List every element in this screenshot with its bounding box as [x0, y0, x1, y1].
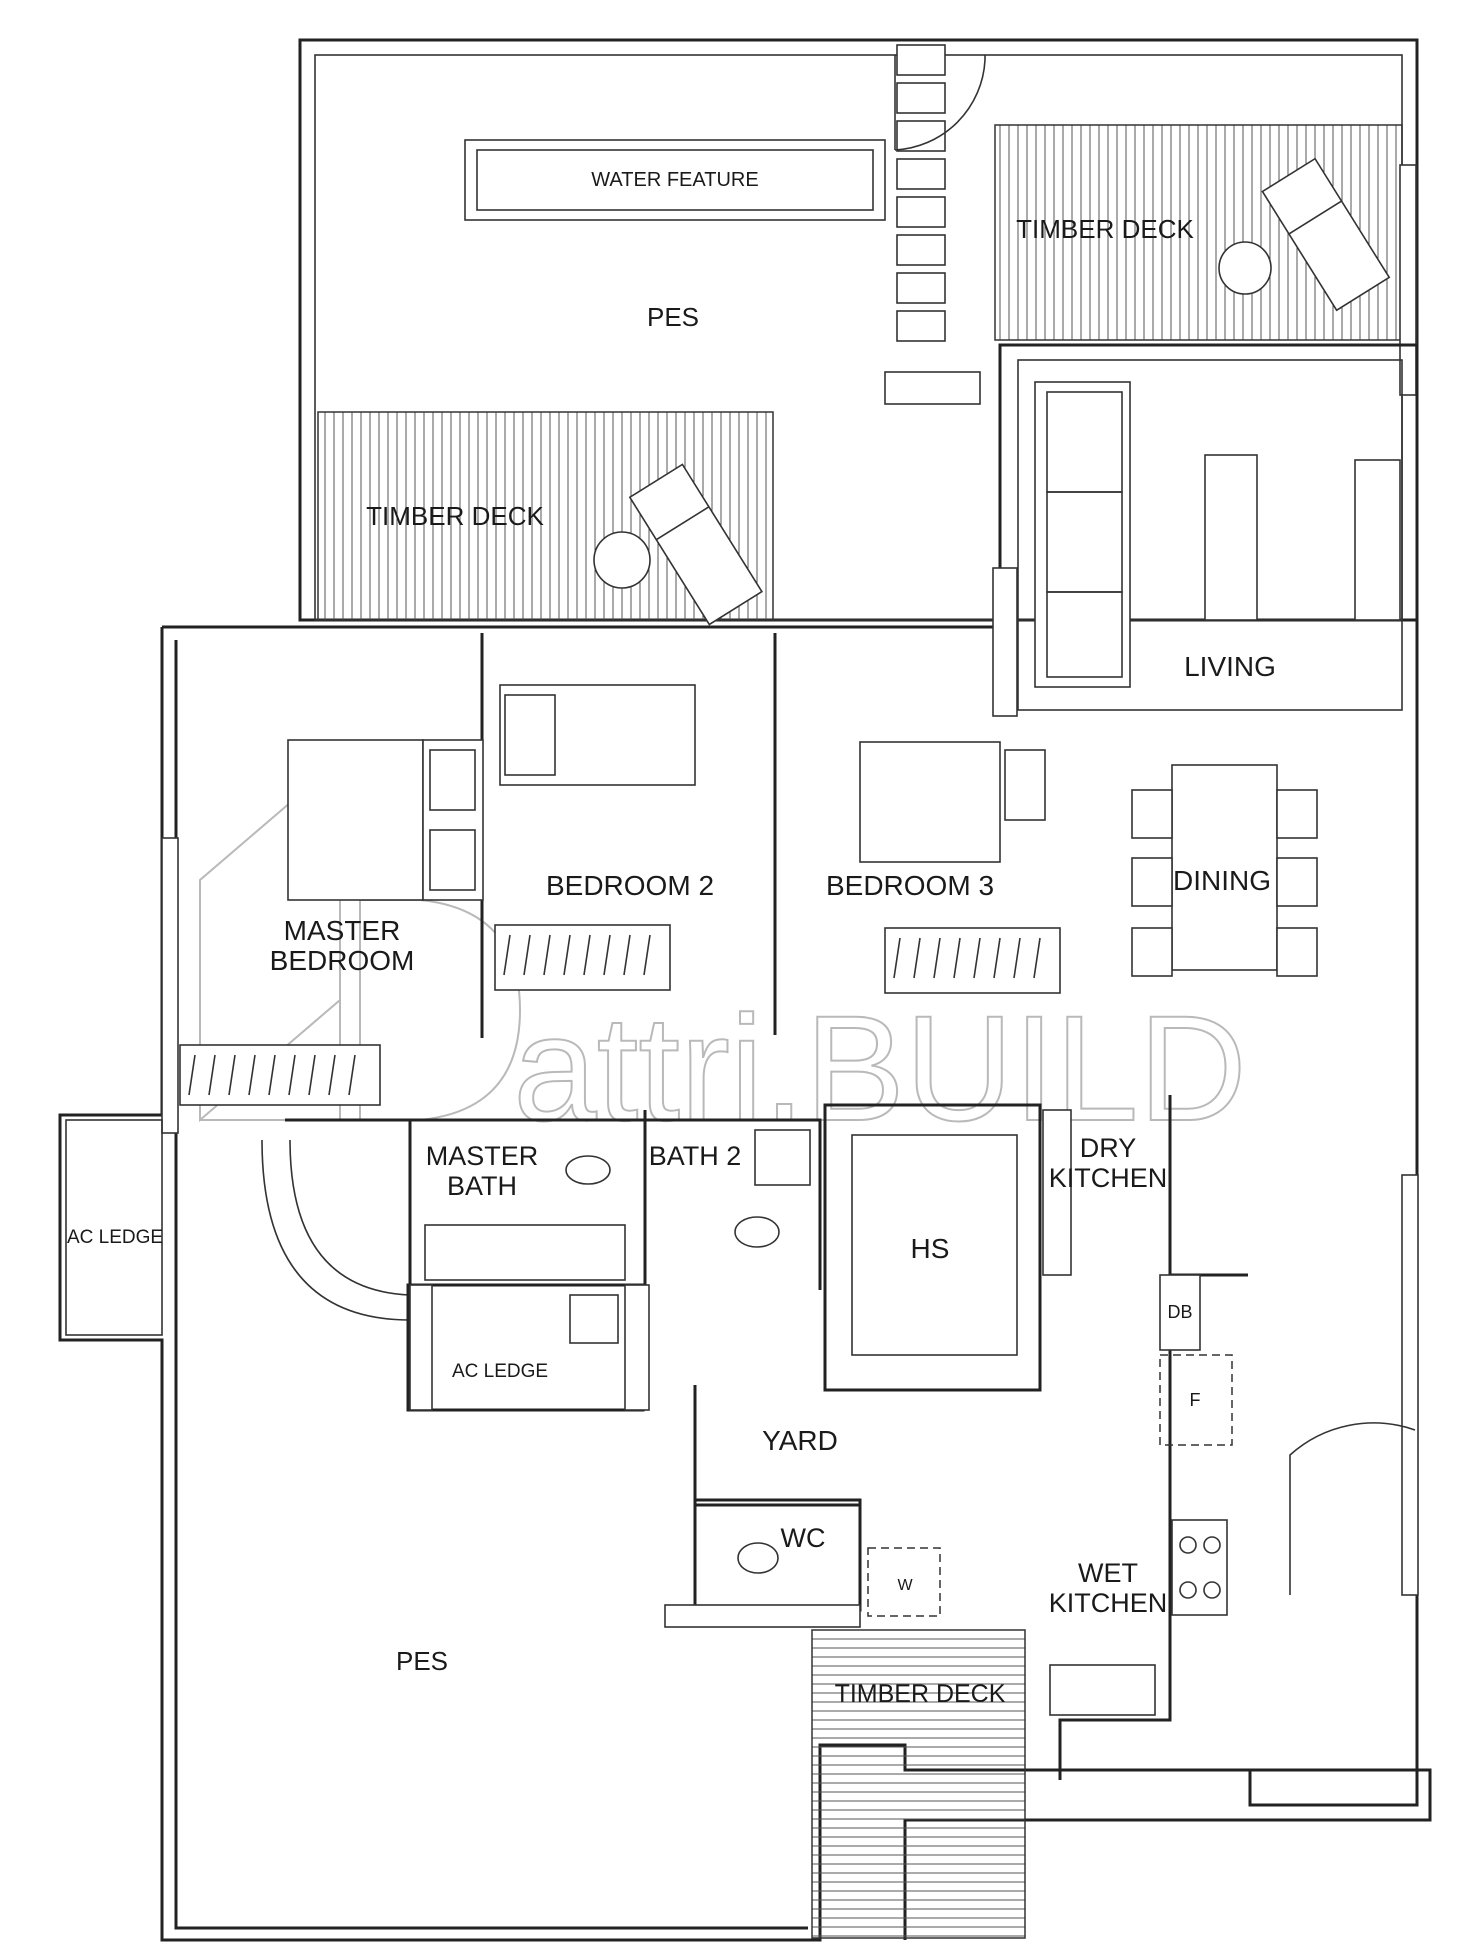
master-bath-vanity	[424, 1224, 626, 1281]
label-wc: WC	[781, 1523, 826, 1553]
label-timber-deck-top-right: TIMBER DECK	[1016, 214, 1194, 244]
ac-ledge-left	[65, 1119, 163, 1336]
label-dining: DINING	[1173, 865, 1271, 896]
wardrobe-bed3	[884, 927, 1061, 994]
living-area	[1017, 359, 1403, 711]
bed-3	[859, 741, 1001, 863]
gate-swing	[894, 55, 986, 151]
label-db: DB	[1167, 1302, 1192, 1322]
label-bath-2: BATH 2	[649, 1141, 742, 1171]
label-fridge: F	[1190, 1390, 1201, 1410]
label-master-bath-1: MASTER	[426, 1141, 539, 1171]
label-timber-deck-top-left: TIMBER DECK	[366, 501, 544, 531]
upper-pes-area	[298, 38, 1419, 626]
lounger-left	[628, 463, 763, 626]
entrance-door	[1289, 1422, 1416, 1595]
watermark-text: attri.BUILD	[513, 984, 1247, 1152]
dining-area	[1131, 764, 1318, 977]
hob	[1171, 1519, 1228, 1616]
label-wet-kitchen-2: KITCHEN	[1049, 1588, 1168, 1618]
coffee-table	[1204, 454, 1258, 621]
tv-console	[1354, 459, 1401, 621]
side-table-left	[593, 531, 651, 589]
label-dry-kitchen-2: KITCHEN	[1049, 1163, 1168, 1193]
bed-2	[499, 684, 696, 786]
side-table-right	[1218, 241, 1272, 295]
db-box	[1159, 1274, 1201, 1351]
washer-slot	[867, 1547, 941, 1617]
ac-ledge-mid-area	[406, 1283, 650, 1412]
fridge-slot	[1159, 1354, 1233, 1446]
label-master-bedroom-1: MASTER	[284, 915, 401, 946]
label-dry-kitchen-1: DRY	[1080, 1133, 1137, 1163]
master-bed	[287, 739, 424, 901]
label-washer: W	[897, 1577, 913, 1594]
label-bedroom-2: BEDROOM 2	[546, 870, 714, 901]
sink	[1049, 1664, 1156, 1716]
lounger-right	[1261, 157, 1391, 312]
label-ac-ledge-left: AC LEDGE	[67, 1227, 163, 1248]
bedrooms	[179, 633, 1061, 1106]
label-hs: HS	[911, 1233, 950, 1264]
label-pes-top: PES	[647, 302, 699, 332]
label-water-feature: WATER FEATURE	[591, 169, 758, 191]
bath-core	[261, 1103, 1072, 1392]
water-feature	[464, 139, 886, 221]
watermark-logo: attri.BUILD	[199, 757, 1248, 1153]
wardrobe-master	[179, 1044, 381, 1106]
room-labels: WATER FEATURE PES TIMBER DECK TIMBER DEC…	[67, 169, 1276, 1708]
label-wet-kitchen-1: WET	[1078, 1558, 1138, 1588]
label-master-bedroom-2: BEDROOM	[270, 945, 415, 976]
label-ac-ledge-mid: AC LEDGE	[452, 1361, 548, 1382]
timber-deck-bottom	[811, 1629, 1026, 1939]
kitchen-area	[1049, 1095, 1416, 1780]
label-pes-bottom: PES	[396, 1646, 448, 1676]
label-timber-deck-bottom: TIMBER DECK	[835, 1680, 1006, 1708]
label-bedroom-3: BEDROOM 3	[826, 870, 994, 901]
wardrobe-bed2	[494, 924, 671, 991]
label-yard: YARD	[762, 1425, 838, 1456]
stepping-stones	[884, 44, 981, 405]
label-living: LIVING	[1184, 651, 1276, 682]
household-shelter	[823, 1103, 1042, 1392]
label-master-bath-2: BATH	[447, 1171, 517, 1201]
sofa	[1034, 381, 1131, 688]
yard-wc-area	[664, 1385, 1026, 1939]
